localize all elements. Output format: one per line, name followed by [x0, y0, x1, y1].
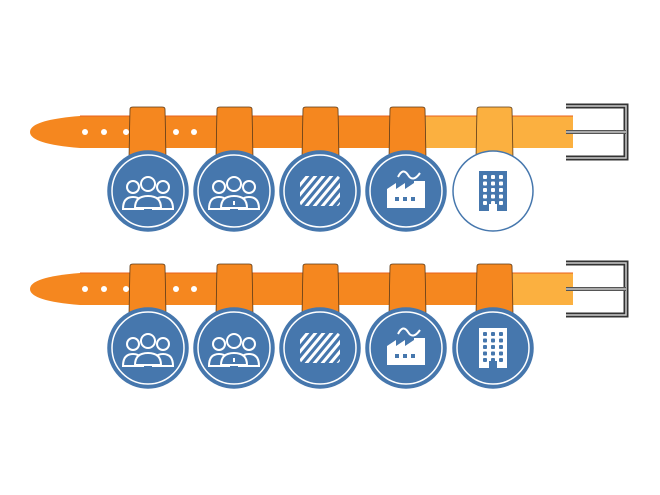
belt-hole [123, 129, 129, 135]
belt-loop [301, 106, 340, 159]
badge-inner-ring [197, 311, 271, 385]
belt-loop [301, 263, 340, 316]
belt-hole [191, 286, 197, 292]
badge-inner-ring [369, 311, 443, 385]
badge-inner-ring [456, 311, 530, 385]
belt-loop [388, 106, 427, 159]
belt-hole [101, 129, 107, 135]
badge [279, 307, 361, 389]
badge-inner-ring [369, 154, 443, 228]
belt-hole [173, 286, 179, 292]
hatched-rectangle-icon [300, 333, 340, 363]
group-icon [121, 333, 175, 367]
belt-hole [101, 286, 107, 292]
office-building-icon [479, 328, 507, 368]
badge [452, 307, 534, 389]
badge [107, 150, 189, 232]
team-icon [207, 333, 261, 367]
group-icon [121, 176, 175, 210]
badge [107, 307, 189, 389]
buckle [566, 103, 629, 161]
belt-loop [475, 263, 514, 316]
belt-hole [191, 129, 197, 135]
belt-loop [475, 106, 514, 159]
belt [30, 260, 629, 389]
badge [452, 150, 534, 232]
belt-hole [173, 129, 179, 135]
badge-inner-ring [111, 311, 185, 385]
belt-hole [82, 129, 88, 135]
belt [30, 103, 629, 232]
belt-strap-remaining [512, 273, 573, 305]
badge-inner-ring [111, 154, 185, 228]
badge [279, 150, 361, 232]
belt-loop [388, 263, 427, 316]
factory-icon [387, 327, 425, 365]
belt-loop [128, 106, 167, 159]
buckle [566, 260, 629, 318]
badge-inner-ring [283, 311, 357, 385]
badge [193, 307, 275, 389]
badge [365, 307, 447, 389]
belt-hole [123, 286, 129, 292]
belt-hole [82, 286, 88, 292]
factory-icon [387, 170, 425, 208]
badge [193, 150, 275, 232]
badge [365, 150, 447, 232]
badge-inner-ring [283, 154, 357, 228]
hatched-rectangle-icon [300, 176, 340, 206]
badge-inner-ring [197, 154, 271, 228]
office-building-icon [479, 171, 507, 211]
belt-loop [215, 106, 254, 159]
belt-loop [215, 263, 254, 316]
team-icon [207, 176, 261, 210]
belt-loop [128, 263, 167, 316]
